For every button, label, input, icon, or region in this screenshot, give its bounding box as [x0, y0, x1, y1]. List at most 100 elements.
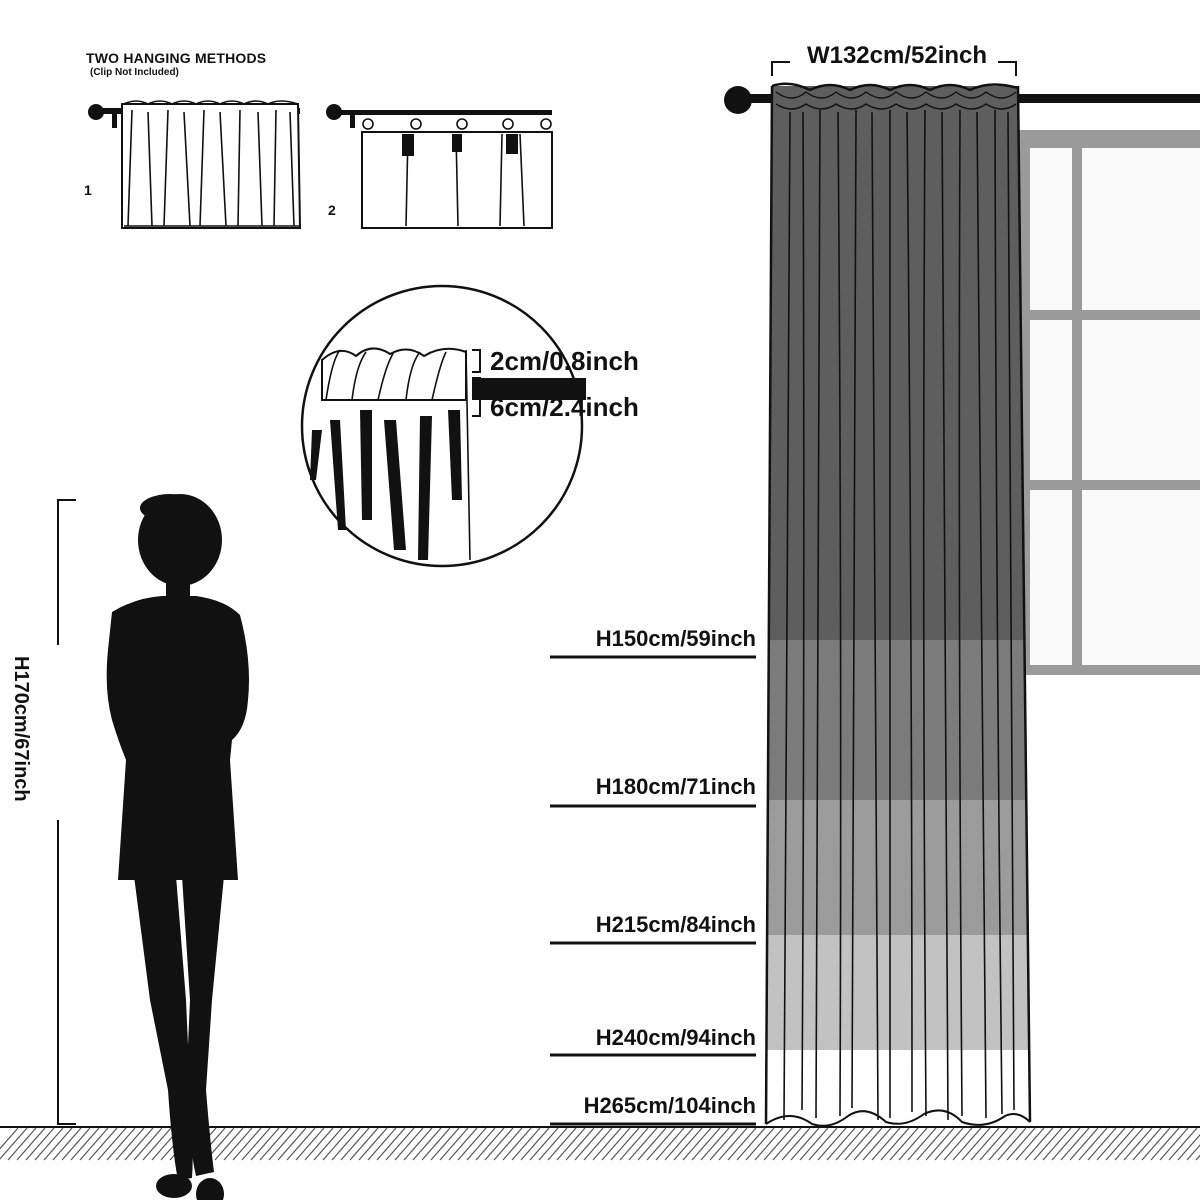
- floor-hatch-line: [592, 1127, 622, 1161]
- floor-hatch-line: [1159, 1127, 1189, 1161]
- floor-hatch-line: [403, 1127, 433, 1161]
- floor-hatch-line: [637, 1127, 667, 1161]
- person-silhouette: [106, 494, 250, 1200]
- floor-hatch-line: [1069, 1127, 1099, 1161]
- floor-hatch-line: [691, 1127, 721, 1161]
- floor-hatch-line: [1123, 1127, 1153, 1161]
- floor-hatch-line: [538, 1127, 568, 1161]
- floor-hatch-line: [277, 1127, 307, 1161]
- floor-hatch-line: [43, 1127, 73, 1161]
- floor-hatch-line: [0, 1127, 19, 1150]
- floor-hatch-line: [853, 1127, 883, 1161]
- floor-hatch-line: [808, 1127, 838, 1161]
- floor-hatch-line: [7, 1127, 37, 1161]
- floor-hatch-line: [1024, 1127, 1054, 1161]
- floor-hatch-line: [916, 1127, 946, 1161]
- floor-hatch-line: [844, 1127, 874, 1161]
- floor-hatch-line: [880, 1127, 910, 1161]
- floor-hatch-line: [286, 1127, 316, 1161]
- height-label-150: H150cm/59inch: [595, 626, 756, 651]
- floor-hatch-line: [295, 1127, 325, 1161]
- floor-hatch-line: [574, 1127, 604, 1161]
- floor-hatch-line: [430, 1127, 460, 1161]
- floor-hatch-line: [601, 1127, 631, 1161]
- floor-hatch-line: [1186, 1144, 1200, 1161]
- floor-hatch-line: [1096, 1127, 1126, 1161]
- floor-hatch-line: [709, 1127, 739, 1161]
- height-label-180: H180cm/71inch: [595, 774, 756, 799]
- method-1-illustration: [88, 100, 302, 229]
- floor-hatch-line: [484, 1127, 514, 1161]
- floor-hatch-line: [682, 1127, 712, 1161]
- floor-hatch-line: [232, 1127, 262, 1161]
- floor-hatch-line: [817, 1127, 847, 1161]
- curtain-band-5: [765, 1050, 1031, 1123]
- rod-pocket-detail: [300, 284, 586, 568]
- floor-hatch-line: [610, 1127, 640, 1161]
- floor-hatch-line: [700, 1127, 730, 1161]
- width-bracket: [771, 61, 1017, 76]
- floor-hatch-line: [250, 1127, 280, 1161]
- floor-hatch-line: [133, 1127, 163, 1161]
- floor-hatch-line: [547, 1127, 577, 1161]
- floor-hatch-line: [394, 1127, 424, 1161]
- floor-hatch-line: [727, 1127, 757, 1161]
- floor-hatch-line: [475, 1127, 505, 1161]
- floor-hatch-line: [718, 1127, 748, 1161]
- hanging-methods-title: TWO HANGING METHODS: [86, 50, 267, 66]
- floor-hatch-line: [304, 1127, 334, 1161]
- floor-hatch-line: [0, 1127, 28, 1160]
- floor-hatch-line: [520, 1127, 550, 1161]
- floor-hatch-line: [70, 1127, 100, 1161]
- floor-hatch-line: [1195, 1154, 1200, 1161]
- floor-hatch-line: [529, 1127, 559, 1161]
- floor-hatch-line: [1177, 1133, 1200, 1161]
- curtain-header-gathers: [775, 91, 1017, 110]
- floor-hatch-line: [763, 1127, 793, 1161]
- floor-hatch-line: [511, 1127, 541, 1161]
- curtain-band-2: [767, 640, 1027, 809]
- method-1-number: 1: [84, 182, 92, 198]
- floor-hatch-line: [1042, 1127, 1072, 1161]
- floor-hatch-line: [466, 1127, 496, 1161]
- floor-hatch-line: [736, 1127, 766, 1161]
- height-label-240: H240cm/94inch: [595, 1025, 756, 1050]
- floor-hatch-line: [1132, 1127, 1162, 1161]
- floor-hatch-line: [412, 1127, 442, 1161]
- floor-hatch-line: [1114, 1127, 1144, 1161]
- floor-hatch-line: [457, 1127, 487, 1161]
- floor-hatch-line: [448, 1127, 478, 1161]
- floor-hatch-line: [619, 1127, 649, 1161]
- floor-hatch-line: [79, 1127, 109, 1161]
- floor-hatch-line: [34, 1127, 64, 1161]
- curtain-band-3: [767, 800, 1028, 944]
- floor-hatch-line: [52, 1127, 82, 1161]
- floor-hatch-line: [835, 1127, 865, 1161]
- floor-hatch-line: [349, 1127, 379, 1161]
- window: [1010, 130, 1200, 675]
- floor-hatch-line: [124, 1127, 154, 1161]
- floor-hatch-line: [1087, 1127, 1117, 1161]
- floor-hatch-line: [331, 1127, 361, 1161]
- floor-hatch-line: [997, 1127, 1027, 1161]
- rod-pocket-depth-label: 6cm/2.4inch: [490, 392, 639, 422]
- curtain-bands: [765, 86, 1031, 1123]
- floor-hatch-line: [925, 1127, 955, 1161]
- floor-hatch-line: [142, 1127, 172, 1161]
- floor-hatch-line: [1051, 1127, 1081, 1161]
- floor-hatch-line: [322, 1127, 352, 1161]
- floor-hatch-line: [340, 1127, 370, 1161]
- floor-hatch-line: [1150, 1127, 1180, 1161]
- floor-hatch-line: [61, 1127, 91, 1161]
- floor-hatch-line: [1141, 1127, 1171, 1161]
- floor-hatch-line: [556, 1127, 586, 1161]
- floor-hatch-line: [1015, 1127, 1045, 1161]
- floor-hatch-line: [646, 1127, 676, 1161]
- method-2-illustration: [326, 104, 553, 229]
- floor-hatch-line: [1105, 1127, 1135, 1161]
- floor-hatch-line: [97, 1127, 127, 1161]
- method-2-number: 2: [328, 202, 336, 218]
- floor-hatch-line: [862, 1127, 892, 1161]
- floor-hatch-line: [214, 1127, 244, 1161]
- floor-hatch-line: [313, 1127, 343, 1161]
